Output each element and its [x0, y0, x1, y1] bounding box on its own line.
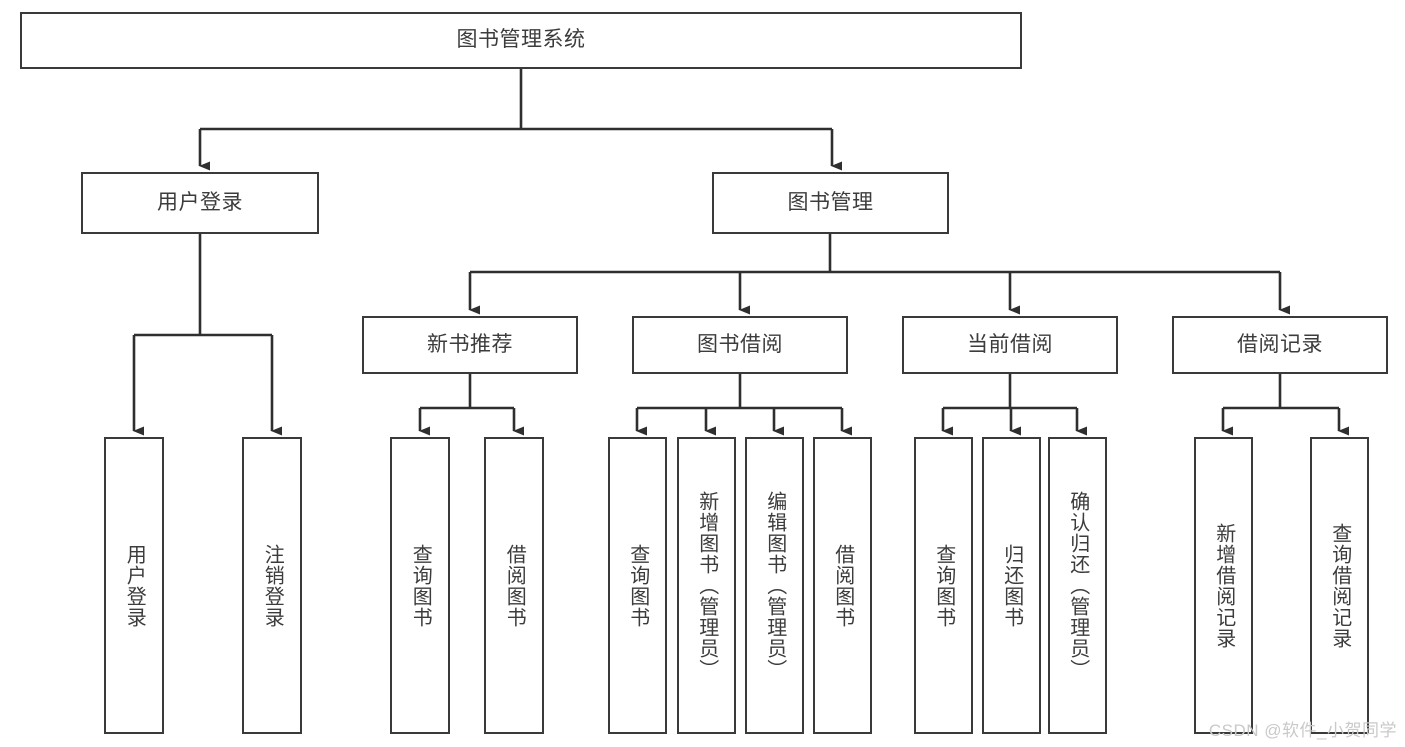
node-book-borrow-label: 图书借阅: [697, 332, 783, 356]
leaf-add-book-admin-label: 新增图书（管理员）: [695, 491, 718, 680]
node-root-label: 图书管理系统: [456, 28, 586, 52]
node-book-borrow[interactable]: 图书借阅: [632, 316, 848, 374]
leaf-borrow-book-label: 借阅图书: [831, 543, 854, 628]
leaf-add-borrow-record-label: 新增借阅记录: [1212, 522, 1235, 649]
leaf-query-borrow-record-label: 查询借阅记录: [1328, 522, 1351, 649]
leaf-add-borrow-record[interactable]: 新增借阅记录: [1194, 437, 1253, 734]
node-book-management[interactable]: 图书管理: [712, 172, 949, 234]
leaf-user-logout[interactable]: 注销登录: [242, 437, 302, 734]
node-root[interactable]: 图书管理系统: [20, 12, 1022, 69]
leaf-query-book-cur[interactable]: 查询图书: [914, 437, 973, 734]
leaf-confirm-return-admin-label: 确认归还（管理员）: [1066, 491, 1089, 680]
leaf-edit-book-admin-label: 编辑图书（管理员）: [763, 491, 786, 680]
leaf-return-book-label: 归还图书: [1000, 543, 1023, 628]
leaf-user-logout-label: 注销登录: [261, 543, 284, 628]
node-borrow-record[interactable]: 借阅记录: [1172, 316, 1388, 374]
leaf-borrow-book[interactable]: 借阅图书: [813, 437, 872, 734]
leaf-query-book-rec[interactable]: 查询图书: [390, 437, 450, 734]
leaf-return-book[interactable]: 归还图书: [982, 437, 1041, 734]
leaf-query-book-cur-label: 查询图书: [932, 543, 955, 628]
leaf-borrow-book-rec[interactable]: 借阅图书: [484, 437, 544, 734]
leaf-borrow-book-rec-label: 借阅图书: [503, 543, 526, 628]
node-new-book-recommend[interactable]: 新书推荐: [362, 316, 578, 374]
leaf-confirm-return-admin[interactable]: 确认归还（管理员）: [1048, 437, 1107, 734]
leaf-user-login-label: 用户登录: [123, 543, 146, 628]
leaf-add-book-admin[interactable]: 新增图书（管理员）: [677, 437, 736, 734]
node-new-book-recommend-label: 新书推荐: [427, 332, 513, 356]
leaf-query-book-borrow[interactable]: 查询图书: [608, 437, 667, 734]
node-user-login-label: 用户登录: [157, 190, 243, 214]
node-book-management-label: 图书管理: [787, 190, 874, 214]
node-borrow-record-label: 借阅记录: [1237, 332, 1323, 356]
leaf-edit-book-admin[interactable]: 编辑图书（管理员）: [745, 437, 804, 734]
node-user-login[interactable]: 用户登录: [81, 172, 319, 234]
node-current-borrow-label: 当前借阅: [967, 332, 1053, 356]
leaf-query-book-rec-label: 查询图书: [409, 543, 432, 628]
node-current-borrow[interactable]: 当前借阅: [902, 316, 1118, 374]
leaf-query-book-borrow-label: 查询图书: [626, 543, 649, 628]
leaf-query-borrow-record[interactable]: 查询借阅记录: [1310, 437, 1369, 734]
csdn-watermark: CSDN @软件_小贺同学: [1208, 721, 1397, 740]
leaf-user-login[interactable]: 用户登录: [104, 437, 164, 734]
